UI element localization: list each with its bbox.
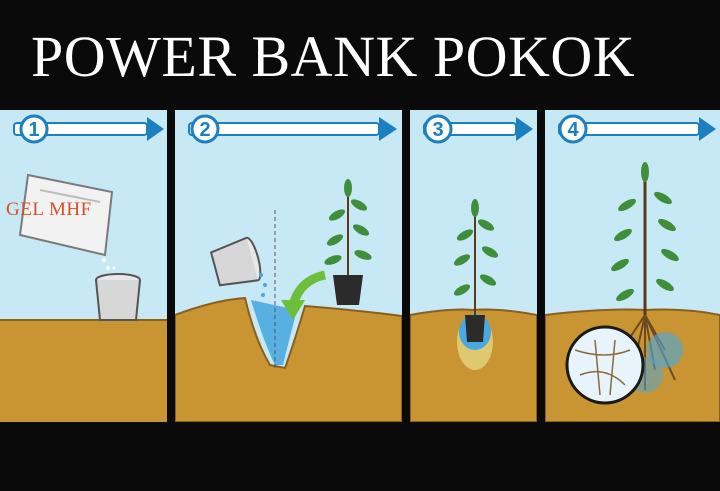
bucket <box>209 236 262 287</box>
step-3-number: 3 <box>432 119 443 141</box>
zoom-circle <box>565 325 645 405</box>
tree <box>611 162 679 315</box>
bottom-bar <box>0 422 720 491</box>
gel-stream <box>259 273 267 297</box>
step-1-number: 1 <box>28 119 39 141</box>
step-2-panel: 2 <box>175 110 402 422</box>
gel-bag <box>18 173 114 257</box>
step-3-panel: 3 <box>410 110 537 422</box>
plant <box>453 199 499 315</box>
step-4-number: 4 <box>567 119 579 141</box>
gel-label: GEL MHF <box>6 199 92 220</box>
potted-plant <box>324 179 372 305</box>
step-1-arrow: 1 <box>13 114 164 144</box>
insert-arrow <box>281 270 327 320</box>
step-2-arrow: 2 <box>188 114 397 144</box>
gel-in-hole <box>251 300 297 365</box>
step-1-panel: 1 GEL MHF <box>0 110 167 422</box>
step-4-panel: 4 <box>545 110 720 422</box>
soil-with-hole <box>175 296 402 422</box>
bucket <box>95 273 141 321</box>
step-2-number: 2 <box>199 119 210 141</box>
step-4-arrow: 4 <box>558 114 716 144</box>
page-title: POWER BANK POKOK <box>31 24 636 89</box>
step-3-arrow: 3 <box>423 114 533 144</box>
soil <box>0 319 167 422</box>
planted-root-ball <box>457 314 493 370</box>
